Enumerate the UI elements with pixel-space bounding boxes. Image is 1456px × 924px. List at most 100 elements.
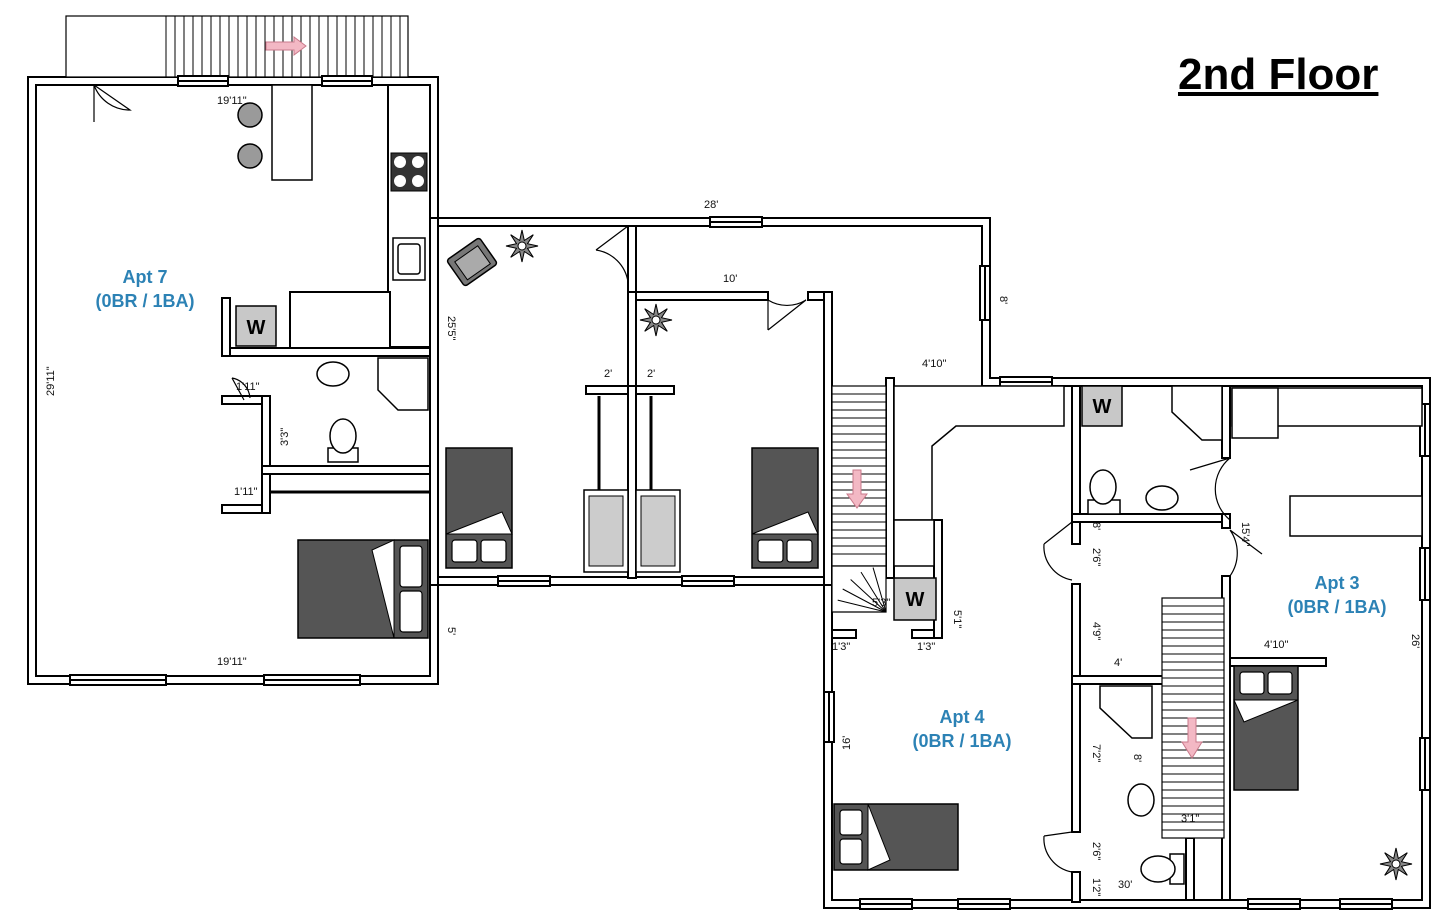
door-swing-icon <box>1043 831 1073 873</box>
apt3-closet-wall <box>1229 657 1327 667</box>
windows <box>69 75 1431 910</box>
apt4-layout: (0BR / 1BA) <box>912 731 1011 751</box>
apt7-east-wall <box>429 217 439 586</box>
toilet-icon <box>1087 469 1121 515</box>
window-icon <box>69 674 167 686</box>
dim-label: 1'3" <box>917 641 935 653</box>
interior-walls <box>221 84 1327 903</box>
bath-top-wall <box>221 347 433 357</box>
dim-label: 5'1" <box>951 610 963 628</box>
sink-icon <box>1171 385 1223 441</box>
bath-bottom-wall <box>261 465 433 475</box>
dim-label: 5'3" <box>872 597 890 609</box>
room-east-wall <box>823 291 833 586</box>
dim-label: 4'10" <box>1264 639 1288 651</box>
deck-landing <box>65 15 409 78</box>
window-icon <box>497 575 551 587</box>
washer-label: W <box>1093 396 1112 418</box>
window-icon <box>177 75 229 87</box>
closet-shelf-inner <box>640 495 676 567</box>
dim-label: 16' <box>841 736 853 750</box>
washer-icon[interactable]: W <box>235 305 277 347</box>
dim-label: 10' <box>723 273 737 285</box>
exterior-stairs <box>65 15 409 78</box>
chair-icon <box>446 237 498 287</box>
dim-label: 4'10" <box>922 358 946 370</box>
window-icon <box>957 898 1011 910</box>
bed-icon <box>833 803 959 871</box>
door-swing-icon <box>1229 529 1263 577</box>
dim-label: 30' <box>1118 879 1132 891</box>
dim-label: 28' <box>704 199 718 211</box>
dim-label: 2'6" <box>1090 548 1102 566</box>
dim-label: 4' <box>1114 657 1122 669</box>
door-swing-icon <box>231 377 251 401</box>
kitchen-counter-end <box>893 519 935 567</box>
stool-icon <box>237 143 263 169</box>
apt4-east-wall-low <box>1071 871 1081 903</box>
bed-icon <box>445 447 513 569</box>
dim-label: 8' <box>1090 522 1102 530</box>
sink-icon <box>316 361 350 387</box>
apt3-west-wall-upper <box>1221 385 1231 459</box>
stool-icon <box>237 102 263 128</box>
kitchen-counter-lower <box>289 291 391 351</box>
dim-label: 3'1" <box>1181 813 1199 825</box>
dim-label: 5' <box>445 627 457 635</box>
bath2-east-wall <box>1185 837 1195 901</box>
closet-shelf-inner <box>588 495 624 567</box>
apt4-west-wall <box>885 377 895 579</box>
window-icon <box>979 265 991 321</box>
window-icon <box>263 674 361 686</box>
dim-label: 1'11" <box>236 381 260 393</box>
dim-label: 1'3" <box>832 641 850 653</box>
kitchen-counter <box>387 84 431 348</box>
direction-arrow-icon <box>265 36 307 56</box>
plants <box>505 229 1413 881</box>
kitchen-island <box>271 84 313 181</box>
washer-label: W <box>906 589 925 611</box>
dim-label: 19'11" <box>217 656 247 668</box>
door-swing-icon <box>595 225 629 283</box>
plant-icon <box>1379 847 1413 881</box>
dim-label: 26' <box>1409 634 1421 648</box>
sink-icon <box>1145 485 1179 511</box>
apt4-name: Apt 4 <box>940 707 985 727</box>
dim-label: 8' <box>1131 754 1143 762</box>
dim-label: 2' <box>647 368 655 380</box>
dim-label: 4'9" <box>1090 622 1102 640</box>
apt7-name: Apt 7 <box>123 267 168 287</box>
sink-icon <box>1099 685 1153 739</box>
window-icon <box>1419 403 1431 457</box>
dim-label: 29'11" <box>45 366 57 396</box>
dim-label: 7'2" <box>1090 744 1102 762</box>
beds <box>297 447 1299 871</box>
fridge <box>1231 387 1279 439</box>
stairs-icon <box>1162 605 1224 831</box>
apt4-east-wall <box>1071 583 1081 833</box>
kitchen-island <box>1289 495 1423 537</box>
bed-icon <box>751 447 819 569</box>
room-top-wall-left <box>627 291 769 301</box>
sink-icon <box>1127 783 1155 817</box>
washer-icon[interactable]: W <box>893 577 937 621</box>
window-icon <box>681 575 735 587</box>
direction-arrow-icon <box>846 469 868 509</box>
hall-divider-upper <box>627 225 637 295</box>
unit-labels: Apt 7 (0BR / 1BA) Apt 4 (0BR / 1BA) Apt … <box>95 267 1386 751</box>
dim-label: 19'11" <box>217 95 247 107</box>
dim-label: 15'4" <box>1239 522 1251 546</box>
laundry-wall <box>221 297 231 357</box>
door-swing-icon <box>1189 457 1231 521</box>
bed-icon <box>297 539 429 639</box>
washer-icon[interactable]: W <box>1081 385 1123 427</box>
door-swing-icon <box>93 84 132 122</box>
apt7-layout: (0BR / 1BA) <box>95 291 194 311</box>
door-swing-icon <box>767 299 807 331</box>
apt4-entry-wall-left <box>831 629 857 639</box>
stove-icon <box>390 152 428 192</box>
window-icon <box>321 75 373 87</box>
dim-label: 2'6" <box>1090 842 1102 860</box>
window-icon <box>709 216 763 228</box>
